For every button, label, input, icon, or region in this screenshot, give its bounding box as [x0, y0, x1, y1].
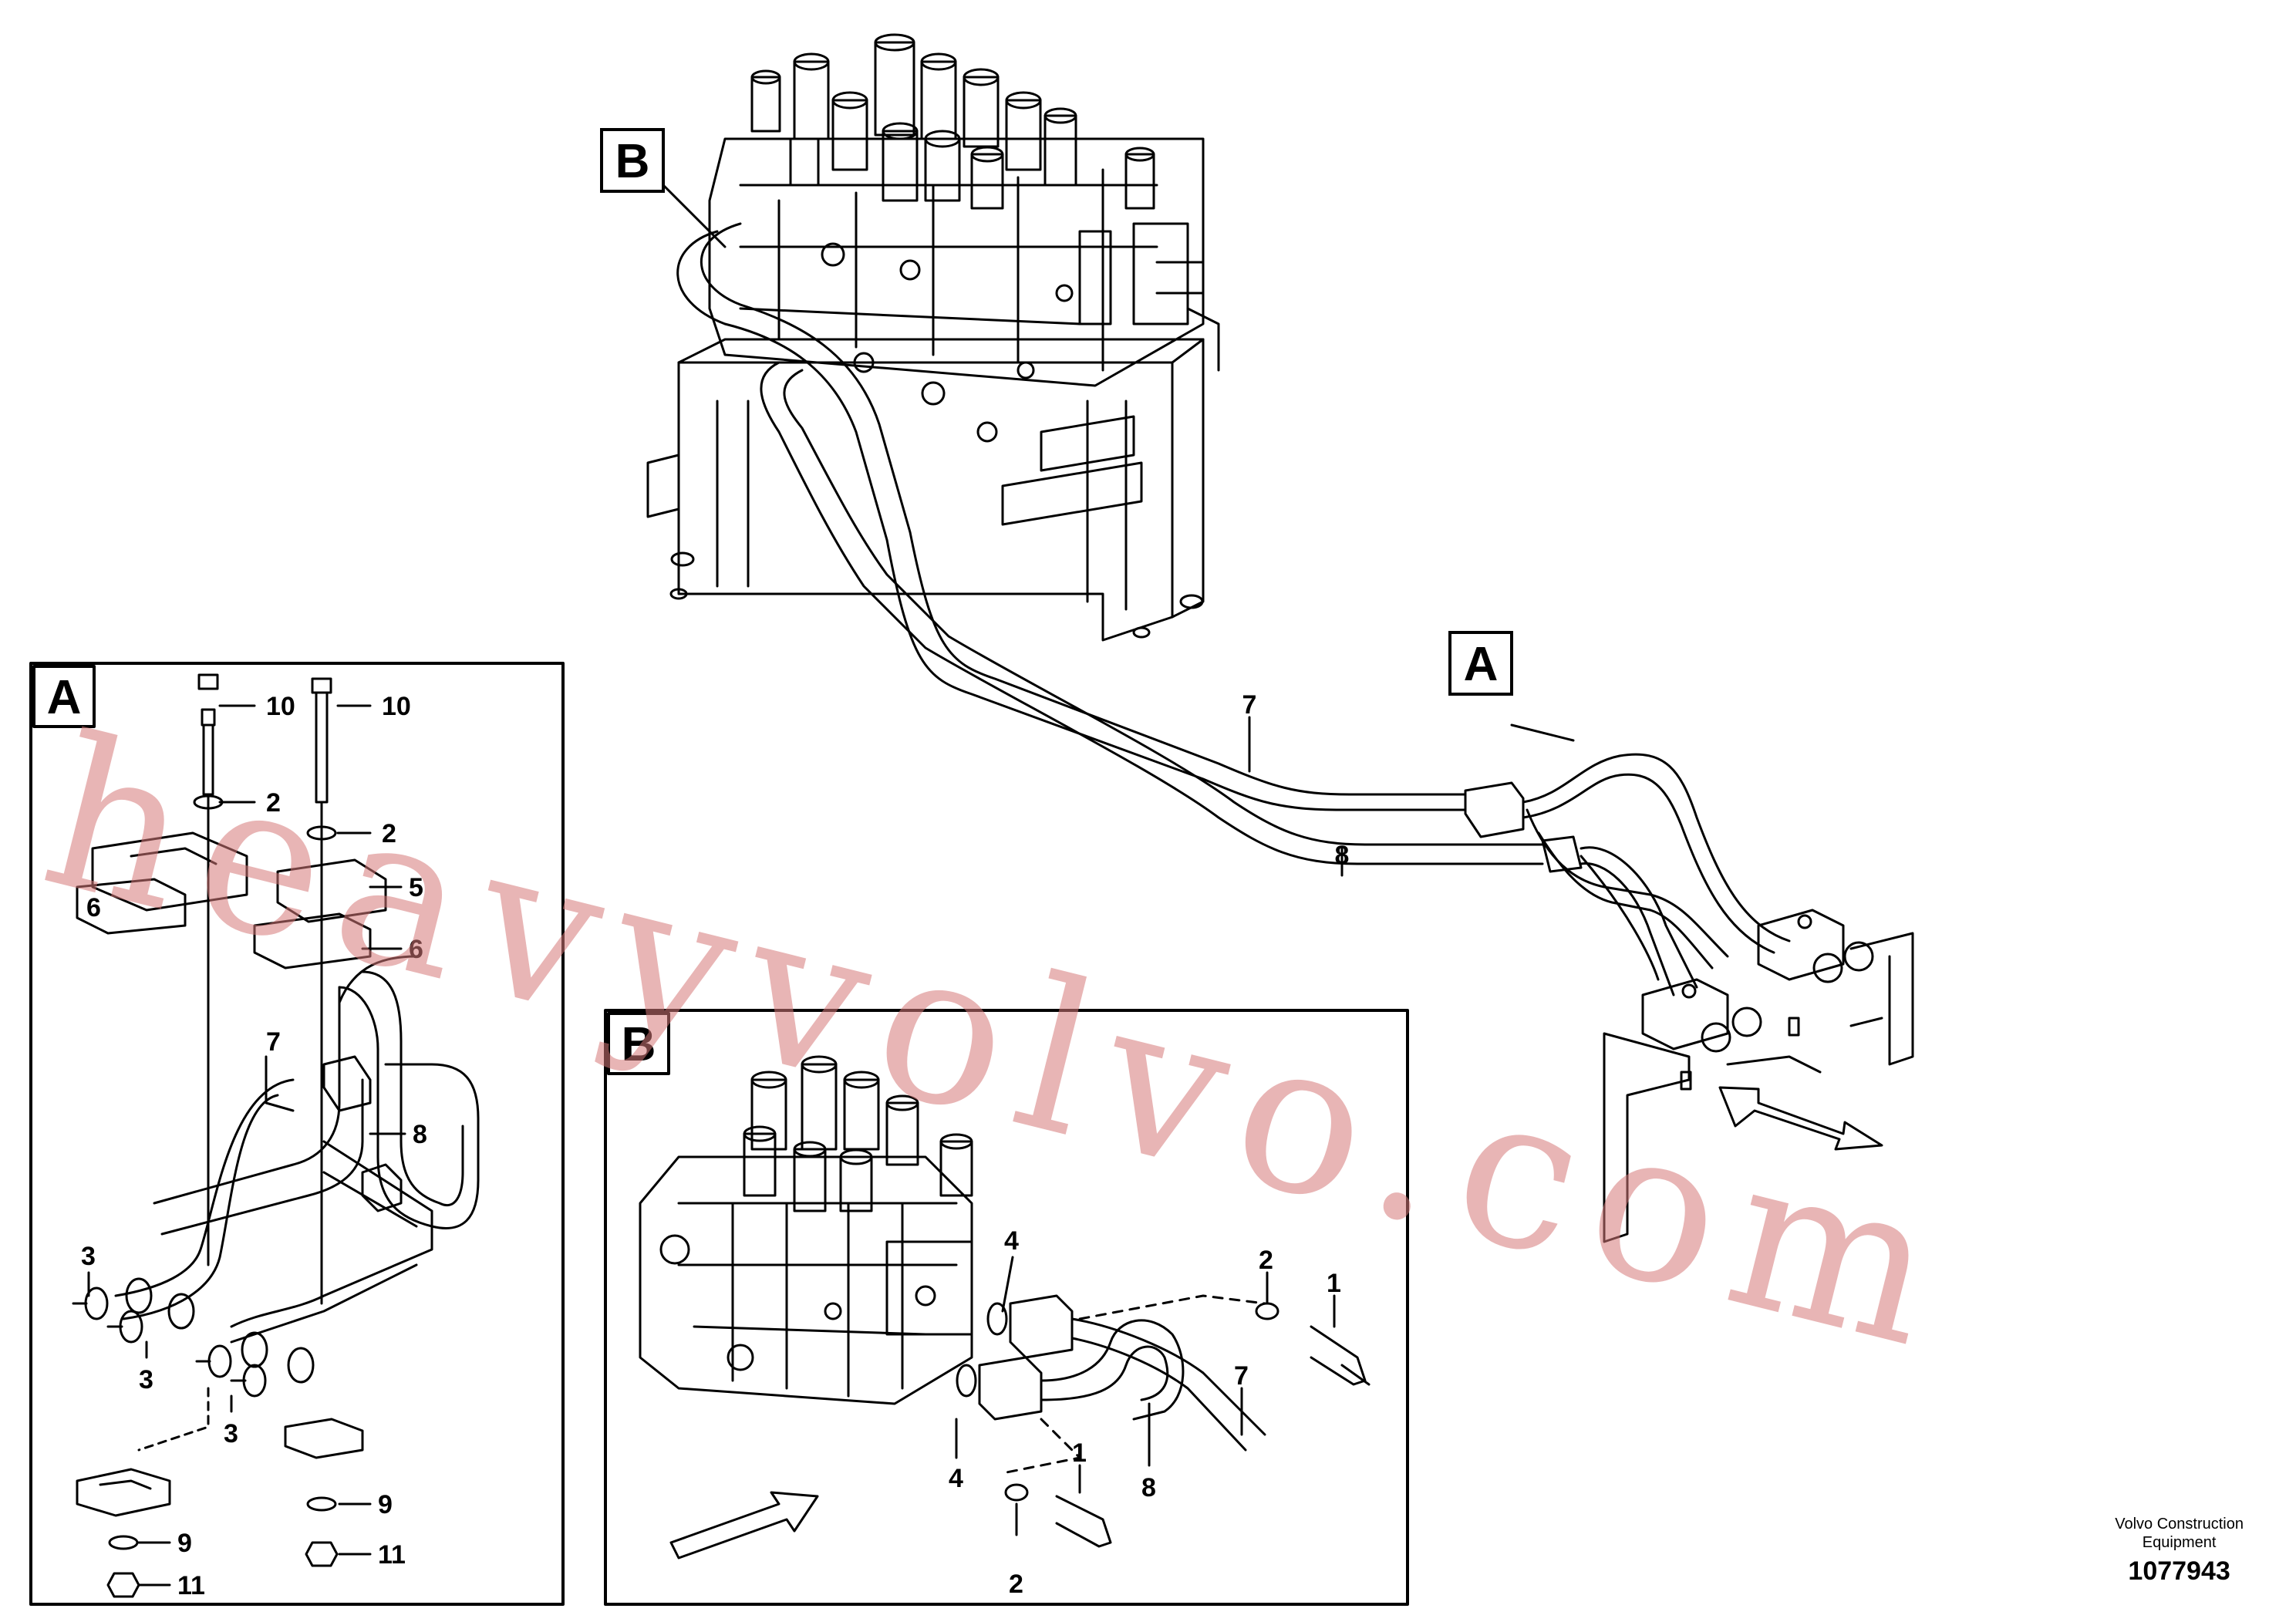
detail-b-title-box — [607, 1012, 670, 1075]
main-pipe-7-label: 7 — [1242, 690, 1257, 720]
main-flange-fittings — [1603, 909, 1914, 1243]
label-nut-right: 11 — [378, 1540, 406, 1570]
drawing-number: 1077943 — [2128, 1556, 2230, 1586]
detail-a-title: A — [47, 671, 82, 724]
detail-b-labels: B 4 4 2 2 1 1 7 8 — [622, 1018, 1341, 1599]
detail-a-lower-clamps — [76, 1387, 364, 1598]
label-oring-1: 3 — [81, 1242, 96, 1271]
detail-a-clamps — [76, 831, 387, 969]
drawing-credit: Volvo Construction Equipment 1077943 — [2115, 1515, 2244, 1587]
detail-b-pipes-and-flanges — [956, 1294, 1266, 1475]
label-washer-lower-left: 9 — [177, 1529, 192, 1558]
detail-a-bolts — [197, 673, 332, 1305]
detail-b-hardware — [1004, 1302, 1371, 1548]
label-clamp-top: 5 — [409, 873, 423, 902]
label-screw-lower: 1 — [1072, 1438, 1087, 1468]
detail-a-leaders — [87, 704, 406, 1587]
label-clamp-left: 6 — [86, 893, 101, 922]
label-washer-lower: 2 — [1009, 1570, 1023, 1599]
credit-org-line2: Equipment — [2142, 1534, 2217, 1551]
label-oring-lower: 4 — [949, 1464, 963, 1493]
callout-a-label: A — [1464, 638, 1499, 691]
detail-b-frame — [604, 1009, 1409, 1606]
flow-arrow-main — [1718, 1086, 1883, 1151]
detail-a-pipes — [114, 955, 480, 1344]
detail-a-washers — [193, 794, 337, 841]
label-washer-lower-right: 9 — [378, 1490, 393, 1519]
label-washer-right: 2 — [382, 819, 396, 848]
callout-b-leader — [654, 176, 727, 248]
detail-a-labels: A 10 10 2 2 5 6 6 7 8 3 3 3 9 9 11 11 — [47, 671, 427, 1600]
label-nut-left: 11 — [177, 1571, 205, 1600]
label-oring-2: 3 — [139, 1365, 153, 1394]
detail-a-title-box — [32, 665, 96, 728]
label-oring-upper: 4 — [1004, 1226, 1019, 1256]
label-washer-left: 2 — [266, 788, 281, 818]
label-screw-upper: 1 — [1327, 1269, 1341, 1298]
main-pipe-7 — [676, 222, 1791, 969]
label-washer-upper: 2 — [1259, 1246, 1273, 1275]
label-bolt-left: 10 — [266, 692, 295, 721]
main-view-labels: B A 7 8 — [600, 128, 1513, 870]
detail-a-frame — [29, 662, 565, 1606]
label-pipe-7: 7 — [266, 1027, 281, 1057]
label-clamp-mid: 6 — [409, 935, 423, 964]
control-valve-assembly — [646, 33, 1220, 642]
main-pipe-8 — [760, 361, 1698, 996]
label-pipe-8: 8 — [1141, 1473, 1156, 1502]
credit-org-line1: Volvo Construction — [2115, 1516, 2244, 1533]
label-oring-3: 3 — [224, 1419, 238, 1448]
detail-b-leaders — [955, 1256, 1336, 1536]
detail-b-title: B — [622, 1018, 656, 1071]
detail-a-fittings — [72, 1277, 315, 1398]
callout-a-leader — [1510, 723, 1575, 742]
main-pipe-8-label: 8 — [1335, 841, 1350, 870]
detail-b-valve — [639, 1055, 973, 1405]
label-pipe-8: 8 — [413, 1120, 427, 1149]
callout-b-label: B — [615, 135, 650, 188]
flow-arrow-detail-b — [669, 1491, 819, 1560]
label-bolt-right: 10 — [382, 692, 411, 721]
label-pipe-7: 7 — [1234, 1361, 1249, 1391]
